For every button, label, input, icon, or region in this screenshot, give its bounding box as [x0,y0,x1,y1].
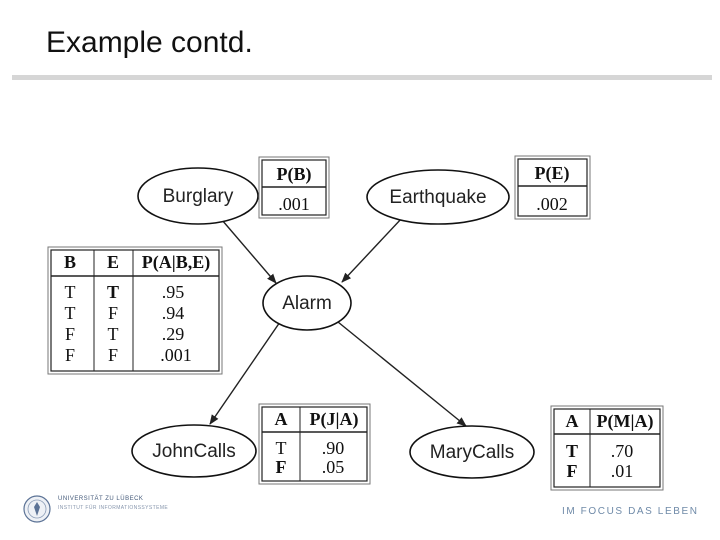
cpt-alarm-cell: T [65,303,76,323]
university-name: UNIVERSITÄT ZU LÜBECK [58,496,144,502]
cpt-earthquake-header: P(E) [535,163,570,184]
node-burglary-label: Burglary [163,186,234,207]
cpt-alarm-cell: T [108,324,119,344]
cpt-alarm-header-p: P(A|B,E) [142,252,210,273]
cpt-marycalls-cell: T [566,441,578,461]
node-marycalls-label: MaryCalls [430,442,514,463]
cpt-johncalls-header-p: P(J|A) [310,409,359,430]
node-burglary: Burglary [137,167,259,225]
edge-burglary-alarm [221,219,277,284]
cpt-alarm-cell: .94 [162,303,185,323]
cpt-alarm-cell: F [108,345,118,365]
edge-alarm-marycalls [337,321,467,427]
slide-title: Example contd. [46,26,253,59]
cpt-alarm-cell: .001 [160,345,192,365]
cpt-burglary: P(B) .001 [258,156,330,219]
cpt-alarm-cell: T [65,282,76,302]
cpt-alarm-cell: T [107,282,119,302]
cpt-earthquake-value: .002 [536,194,568,214]
cpt-burglary-header: P(B) [277,164,312,185]
node-earthquake: Earthquake [366,169,510,225]
cpt-johncalls-cell: .90 [322,438,345,458]
cpt-burglary-value: .001 [278,194,310,214]
node-marycalls: MaryCalls [409,425,535,479]
cpt-alarm-cell: .95 [162,282,185,302]
node-alarm-label: Alarm [282,293,332,314]
node-johncalls-label: JohnCalls [152,441,235,462]
cpt-earthquake: P(E) .002 [514,155,591,220]
institute-name: INSTITUT FÜR INFORMATIONSSYSTEME [58,505,169,511]
cpt-alarm-cell: F [65,345,75,365]
cpt-alarm-header-b: B [64,252,76,272]
node-alarm: Alarm [262,275,352,331]
cpt-alarm-header-e: E [107,252,119,272]
cpt-alarm-cell: F [108,303,118,323]
cpt-alarm: B E P(A|B,E) T T .95 T F .94 F T .29 F F… [47,246,223,375]
cpt-marycalls-cell: F [567,461,578,481]
title-divider [12,75,712,80]
cpt-johncalls: A P(J|A) T .90 F .05 [258,403,371,485]
cpt-marycalls-header-a: A [566,411,579,431]
node-earthquake-label: Earthquake [389,187,486,208]
cpt-marycalls: A P(M|A) T .70 F .01 [550,405,664,491]
cpt-johncalls-cell: .05 [322,457,345,477]
cpt-alarm-cell: F [65,324,75,344]
university-branding: UNIVERSITÄT ZU LÜBECK INSTITUT FÜR INFOR… [18,494,188,524]
cpt-marycalls-cell: .70 [611,441,634,461]
footer-slogan: IM FOCUS DAS LEBEN [562,506,699,517]
node-johncalls: JohnCalls [131,424,257,478]
cpt-johncalls-header-a: A [275,409,288,429]
cpt-marycalls-cell: .01 [611,461,634,481]
university-seal-icon [23,495,51,523]
cpt-marycalls-header-p: P(M|A) [597,411,654,432]
cpt-alarm-cell: .29 [162,324,185,344]
edge-earthquake-alarm [341,217,403,283]
edge-alarm-johncalls [209,321,281,425]
cpt-johncalls-cell: T [276,438,287,458]
cpt-johncalls-cell: F [276,457,287,477]
